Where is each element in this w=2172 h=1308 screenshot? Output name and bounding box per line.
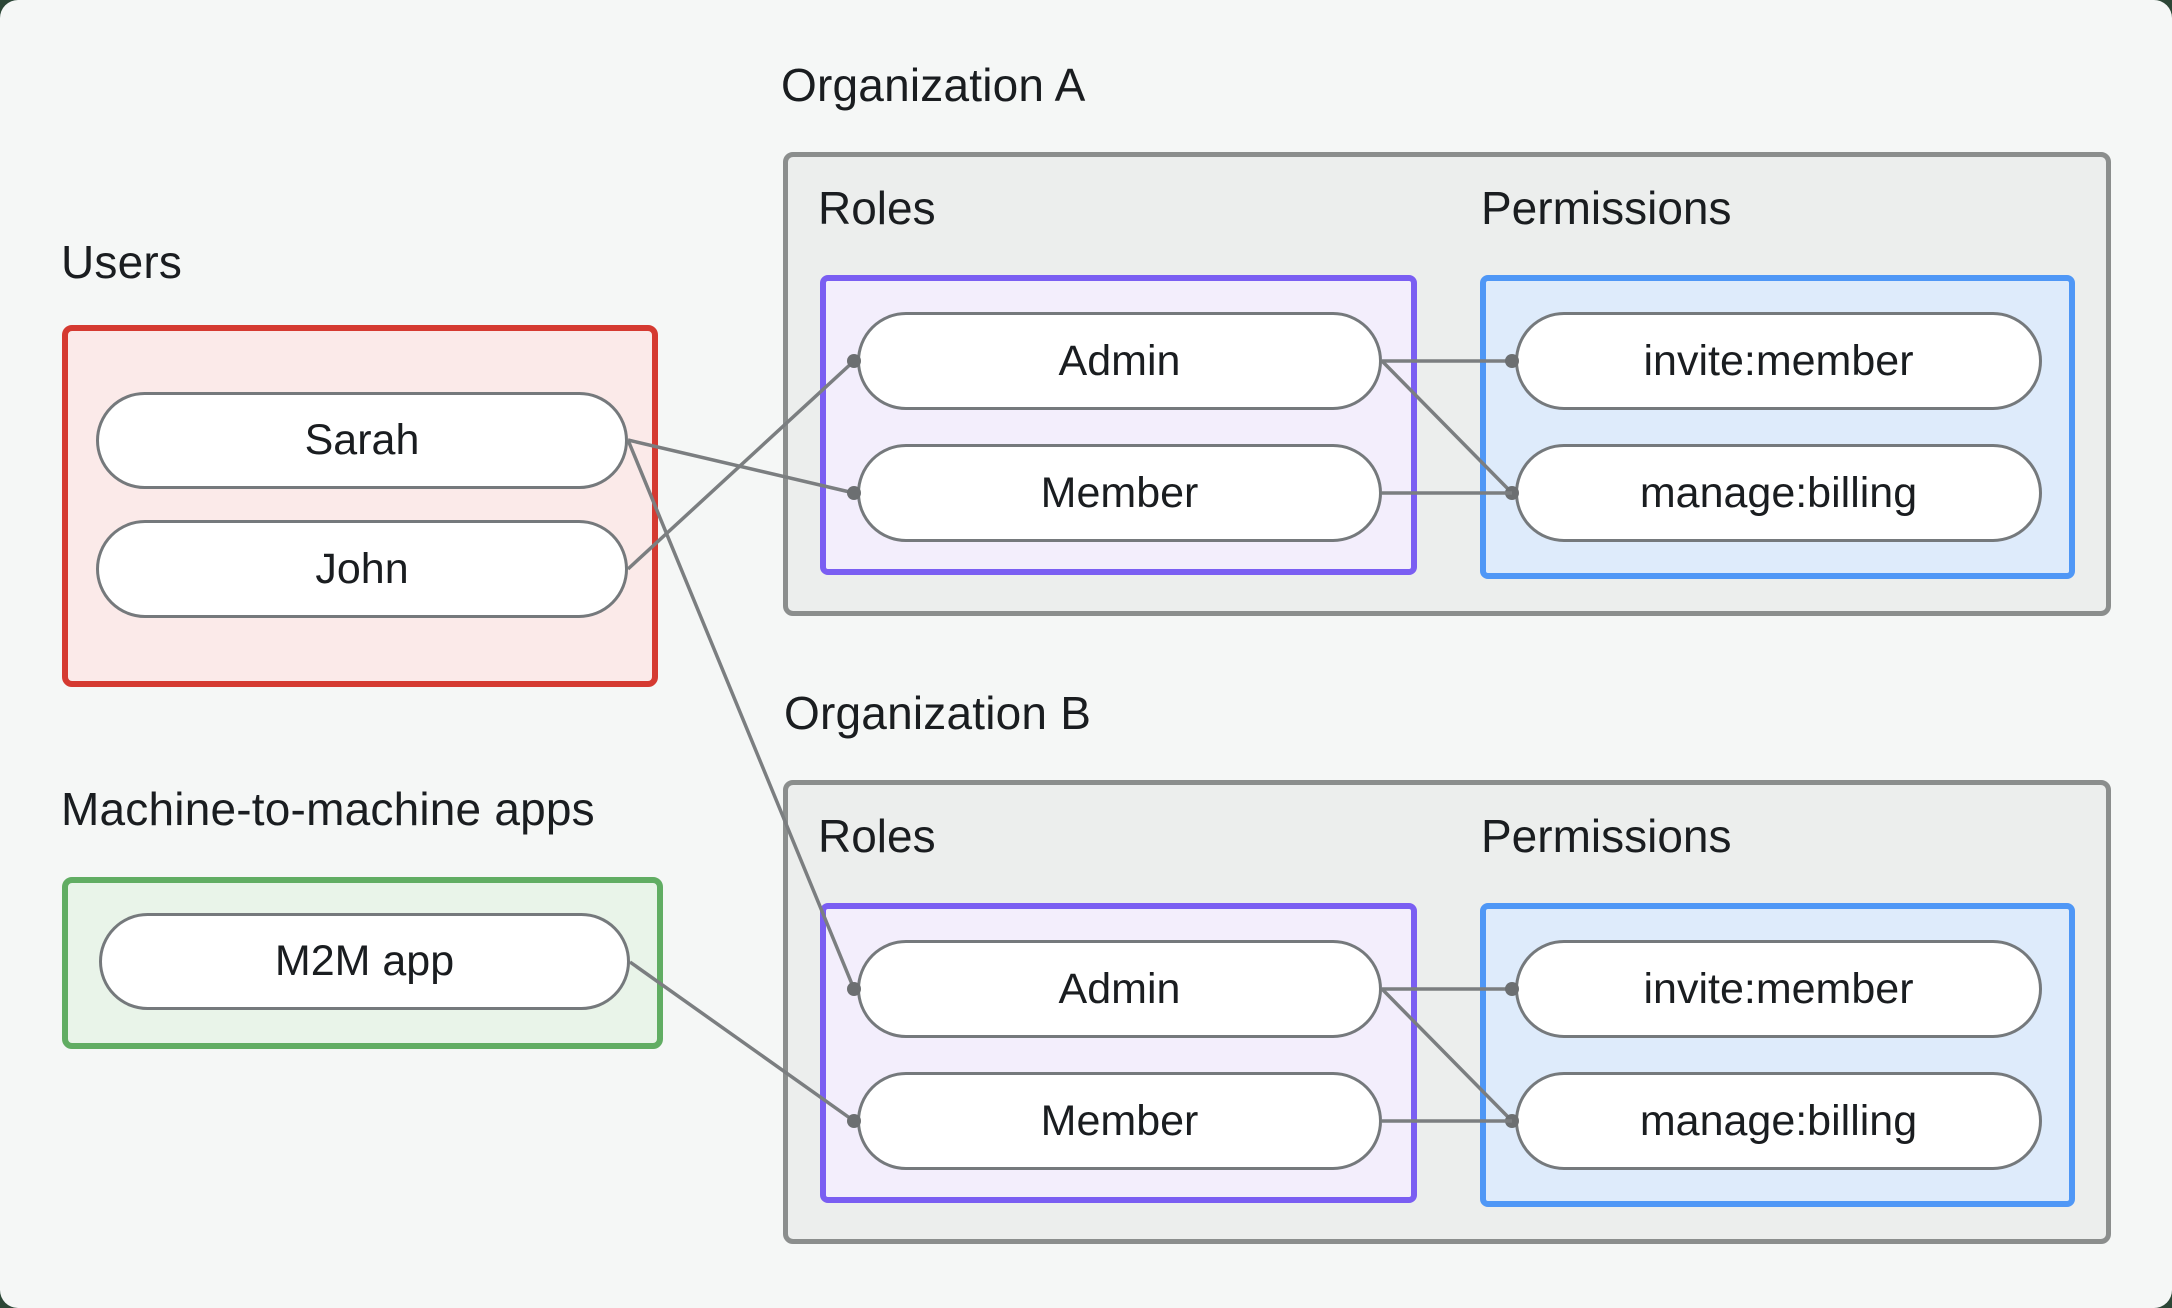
node-org-a-invite-member-label: invite:member xyxy=(1643,336,1914,385)
node-org-b-manage-billing: manage:billing xyxy=(1515,1072,2042,1170)
users-group-title: Users xyxy=(61,236,183,288)
org-a-roles-label: Roles xyxy=(818,182,936,234)
node-sarah: Sarah xyxy=(96,392,628,489)
node-org-a-manage-billing-label: manage:billing xyxy=(1639,468,1918,517)
users-group-box xyxy=(62,325,658,687)
org-b-title: Organization B xyxy=(784,687,1092,739)
org-b-roles-label: Roles xyxy=(818,810,936,862)
node-org-a-admin: Admin xyxy=(857,312,1382,410)
node-org-b-admin-label: Admin xyxy=(1058,964,1181,1013)
m2m-group-title: Machine-to-machine apps xyxy=(61,783,595,835)
node-m2m-app: M2M app xyxy=(99,913,630,1010)
node-m2m-app-label: M2M app xyxy=(274,937,455,985)
node-sarah-label: Sarah xyxy=(304,416,420,464)
node-org-a-manage-billing: manage:billing xyxy=(1515,444,2042,542)
node-john-label: John xyxy=(315,544,409,593)
org-b-permissions-label: Permissions xyxy=(1481,810,1732,862)
node-org-a-invite-member: invite:member xyxy=(1515,312,2042,410)
node-org-b-member-label: Member xyxy=(1040,1096,1199,1145)
node-org-b-invite-member-label: invite:member xyxy=(1643,964,1914,1013)
node-org-a-admin-label: Admin xyxy=(1058,336,1181,385)
org-a-permissions-label: Permissions xyxy=(1481,182,1732,234)
node-org-a-member: Member xyxy=(857,444,1382,542)
org-a-title: Organization A xyxy=(781,59,1086,111)
node-org-b-manage-billing-label: manage:billing xyxy=(1639,1096,1918,1145)
node-john: John xyxy=(96,520,628,618)
node-org-b-admin: Admin xyxy=(857,940,1382,1038)
node-org-b-invite-member: invite:member xyxy=(1515,940,2042,1038)
node-org-a-member-label: Member xyxy=(1040,468,1199,517)
node-org-b-member: Member xyxy=(857,1072,1382,1170)
